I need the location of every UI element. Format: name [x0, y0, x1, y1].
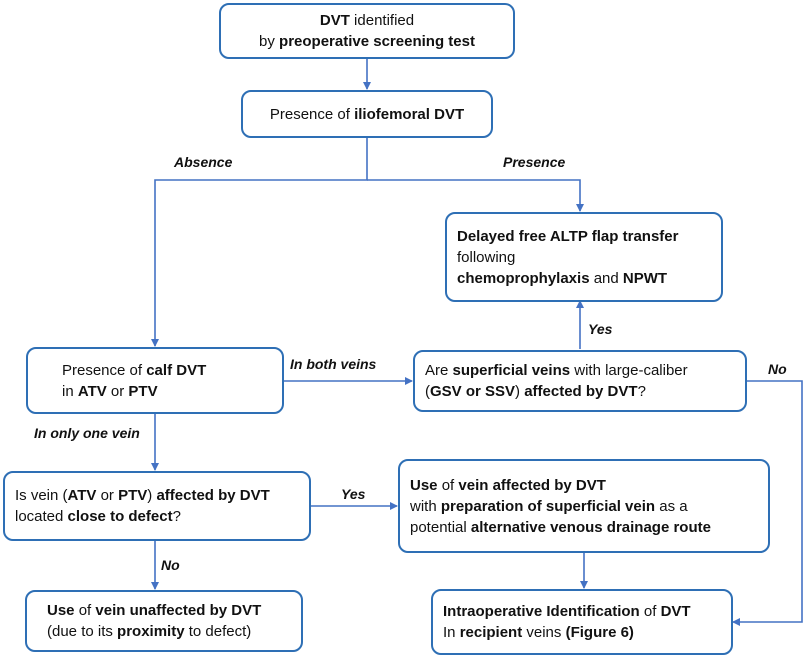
text-line: Presence of calf DVT — [62, 360, 206, 381]
node-use-unaffected-vein: Use of vein unaffected by DVT (due to it… — [25, 590, 303, 652]
text-segment: Delayed free ALTP flap transfer — [457, 227, 679, 245]
text-segment: (Figure 6) — [565, 624, 634, 641]
text-line: by preoperative screening test — [259, 31, 475, 52]
text-segment: superficial veins — [452, 362, 571, 379]
text-segment: ATV — [77, 382, 107, 400]
node-iliofemoral-dvt: Presence of iliofemoral DVT — [241, 90, 493, 138]
text-segment: Is vein ( — [15, 487, 68, 504]
text-segment: ATV — [67, 487, 97, 504]
text-segment: calf DVT — [146, 361, 207, 379]
label-presence: Presence — [503, 154, 566, 170]
text-segment: by — [259, 33, 280, 50]
label-yes-upward: Yes — [588, 321, 613, 337]
text-segment: close to defect — [67, 508, 173, 525]
text-segment: following — [457, 248, 516, 266]
text-segment: In — [443, 624, 460, 641]
text-segment: ) — [515, 383, 525, 400]
text-segment: (due to its — [47, 623, 118, 640]
text-segment: DVT — [660, 603, 691, 620]
text-segment: identified — [349, 12, 415, 29]
text-segment: alternative venous drainage route — [470, 518, 711, 536]
text-line: In recipient veins (Figure 6) — [443, 622, 634, 643]
text-segment: or — [106, 382, 129, 400]
text-segment: Use — [47, 602, 75, 619]
text-segment: PTV — [118, 487, 148, 504]
text-line: in ATV or PTV — [62, 381, 158, 402]
text-segment: with large-caliber — [570, 362, 688, 379]
arrow-superficial-no-to-intraop — [732, 380, 803, 626]
node-superficial-veins-question: Are superficial veins with large-caliber… — [413, 350, 747, 412]
text-line: Are superficial veins with large-caliber — [425, 360, 688, 381]
text-segment: proximity — [117, 623, 185, 640]
text-segment: with — [410, 497, 441, 515]
text-segment: Use — [410, 476, 438, 494]
text-segment: ? — [637, 383, 646, 400]
text-segment: affected by DVT — [524, 383, 638, 400]
text-line: Is vein (ATV or PTV) affected by DVT — [15, 485, 270, 506]
text-line: DVT identified — [320, 10, 414, 31]
text-segment: affected by DVT — [156, 487, 270, 504]
text-line: potential alternative venous drainage ro… — [410, 517, 711, 538]
text-segment: Presence of — [269, 105, 355, 123]
node-use-affected-vein: Use of vein affected by DVT with prepara… — [398, 459, 770, 553]
label-no-down: No — [161, 557, 180, 573]
text-segment: PTV — [128, 382, 158, 400]
text-segment: of — [639, 603, 661, 620]
arrow-iliofemoral-split — [151, 136, 368, 347]
text-segment: chemoprophylaxis — [457, 269, 590, 287]
label-yes-middle: Yes — [341, 486, 366, 502]
text-segment: vein unaffected by DVT — [95, 602, 262, 619]
text-line: (GSV or SSV) affected by DVT? — [425, 381, 646, 402]
arrow-iliofemoral-presence — [367, 179, 584, 212]
node-is-vein-close-question: Is vein (ATV or PTV) affected by DVT loc… — [3, 471, 311, 541]
text-segment: preparation of superficial vein — [440, 497, 656, 515]
node-calf-dvt: Presence of calf DVT in ATV or PTV — [26, 347, 284, 414]
text-segment: GSV or SSV — [430, 383, 516, 400]
text-segment: and — [589, 269, 623, 287]
node-dvt-identified: DVT identified by preoperative screening… — [219, 3, 515, 59]
text-segment: DVT — [319, 12, 350, 29]
text-segment: of — [74, 602, 96, 619]
label-absence: Absence — [174, 154, 233, 170]
text-line: (due to its proximity to defect) — [47, 621, 251, 642]
text-segment: veins — [522, 624, 566, 641]
text-line: Use of vein unaffected by DVT — [47, 600, 261, 621]
text-segment: ) — [147, 487, 157, 504]
text-segment: or — [96, 487, 119, 504]
text-segment: iliofemoral DVT — [354, 105, 465, 123]
text-segment: Intraoperative Identification — [443, 603, 640, 620]
text-segment: located — [15, 508, 68, 525]
text-segment: in — [62, 382, 78, 400]
text-line: Presence of iliofemoral DVT — [270, 104, 464, 125]
text-segment: potential — [410, 518, 471, 536]
text-line: chemoprophylaxis and NPWT — [457, 268, 667, 289]
text-line: with preparation of superficial vein as … — [410, 496, 688, 517]
text-segment: Presence of — [62, 361, 147, 379]
text-segment: as a — [655, 497, 688, 515]
text-segment: ( — [425, 383, 430, 400]
text-segment: vein affected by DVT — [458, 476, 606, 494]
text-segment: of — [437, 476, 459, 494]
label-in-both-veins: In both veins — [290, 356, 377, 372]
node-intraoperative-identification: Intraoperative Identification of DVT In … — [431, 589, 733, 655]
text-segment: to defect) — [184, 623, 252, 640]
text-segment: Are — [425, 362, 453, 379]
label-no-right: No — [768, 361, 787, 377]
text-line: Use of vein affected by DVT — [410, 475, 606, 496]
text-line: Delayed free ALTP flap transfer — [457, 226, 678, 247]
text-segment: NPWT — [622, 269, 668, 287]
text-segment: recipient — [459, 624, 523, 641]
text-segment: preoperative screening test — [279, 33, 475, 50]
text-line: following — [457, 247, 515, 268]
node-delayed-flap-transfer: Delayed free ALTP flap transfer followin… — [445, 212, 723, 302]
text-segment: ? — [172, 508, 181, 525]
text-line: located close to defect? — [15, 506, 181, 527]
label-in-only-one-vein: In only one vein — [34, 425, 140, 441]
text-line: Intraoperative Identification of DVT — [443, 601, 691, 622]
